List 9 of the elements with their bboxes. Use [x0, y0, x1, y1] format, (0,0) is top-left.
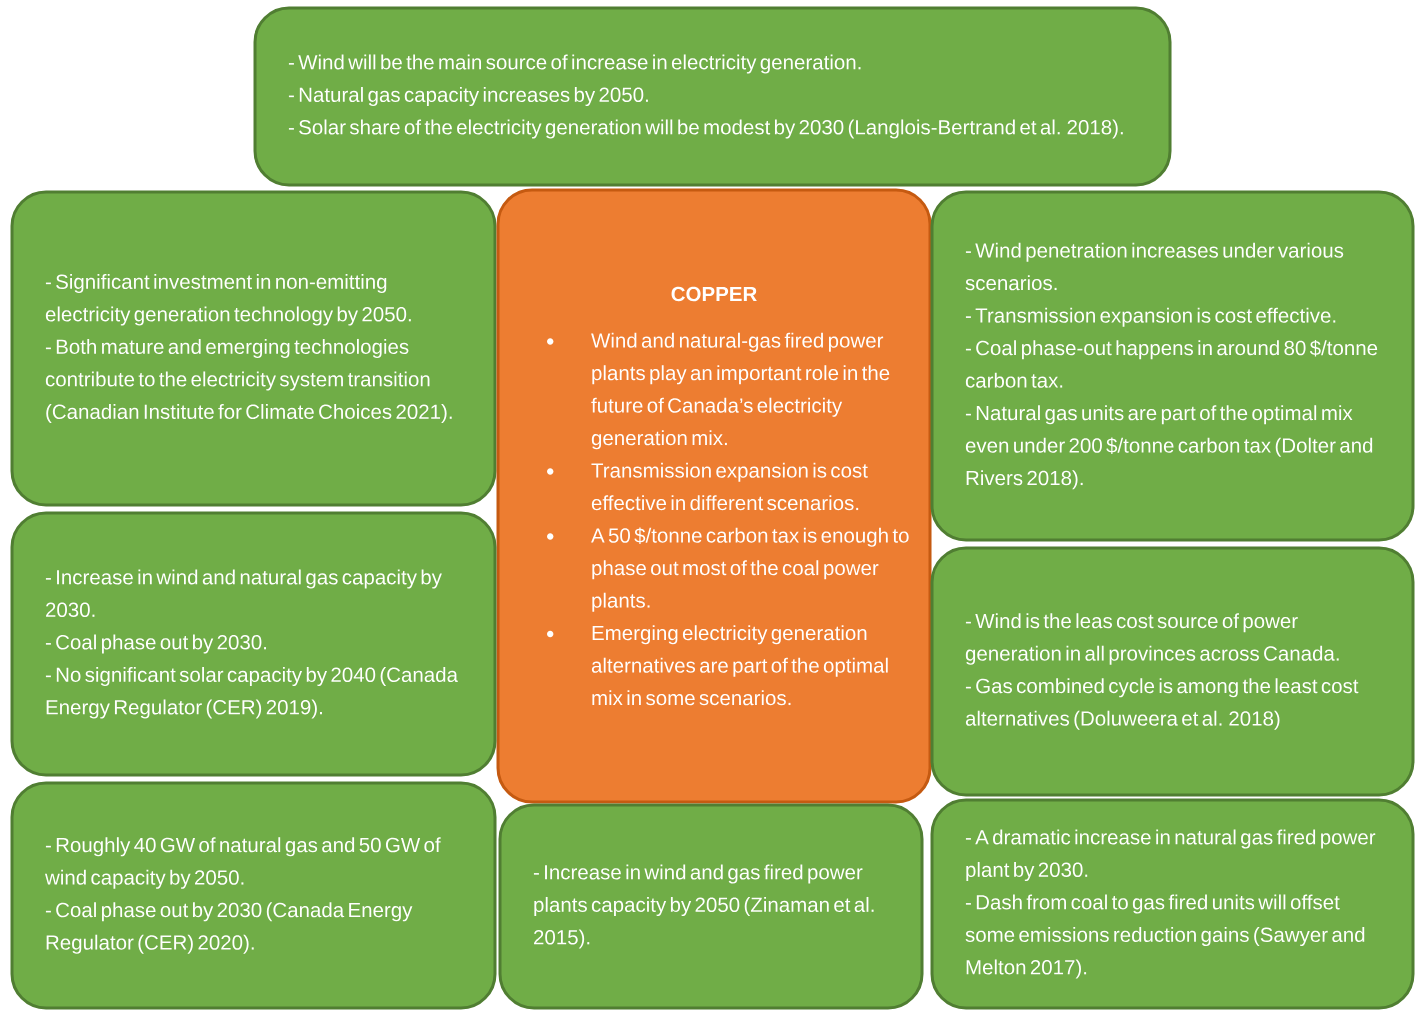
highlight-box: COPPER Wind and natural-gas fired power plants play an important role in the future of Canada’s electricity generation mix. Transmission expansion is cost effective in different scenarios. A 50 $/tonne carbon tax is enough to phase out most of the coal power plants. Emerging electricity generation alternatives are part of the optimal mix in some scenarios. [496, 188, 932, 804]
text-box: - Wind penetration increases under various scenarios. - Transmission expansion is cost effective. - Coal phase-out happens in around 80 $/tonne carbon tax. - Natural gas units are part of the optimal mix even under 200 $/tonne carbon tax (Dolter and Rivers 2018). [930, 190, 1415, 542]
text-box: - Wind will be the main source of increase in electricity generation. - Natural gas capacity increases by 2050. - Solar share of the electricity generation will be modest by 2030 (Langlois-Bertrand et al. 2018). [253, 6, 1172, 187]
text-box: - Wind is the leas cost source of power generation in all provinces across Canada. - Gas combined cycle is among the least cost alternatives (Doluweera et al. 2018) [930, 546, 1415, 797]
text-box: - A dramatic increase in natural gas fired power plant by 2030. - Dash from coal to gas fired units will offset some emissions reduction gains (Sawyer and Melton 2017). [930, 798, 1415, 1010]
text-box: - Significant investment in non-emitting electricity generation technology by 2050. - Both mature and emerging technologies contribute to the electricity system transition (Canadian Institute for Climate Choices 2021). [10, 190, 497, 507]
text-box: - Increase in wind and gas fired power plants capacity by 2050 (Zinaman et al. 2015). [498, 803, 924, 1010]
text-box: - Roughly 40 GW of natural gas and 50 GW of wind capacity by 2050. - Coal phase out by 2030 (Canada Energy Regulator (CER) 2020). [10, 781, 497, 1010]
text-box: - Increase in wind and natural gas capacity by 2030. - Coal phase out by 2030. - No significant solar capacity by 2040 (Canada Energy Regulator (CER) 2019). [10, 511, 497, 777]
